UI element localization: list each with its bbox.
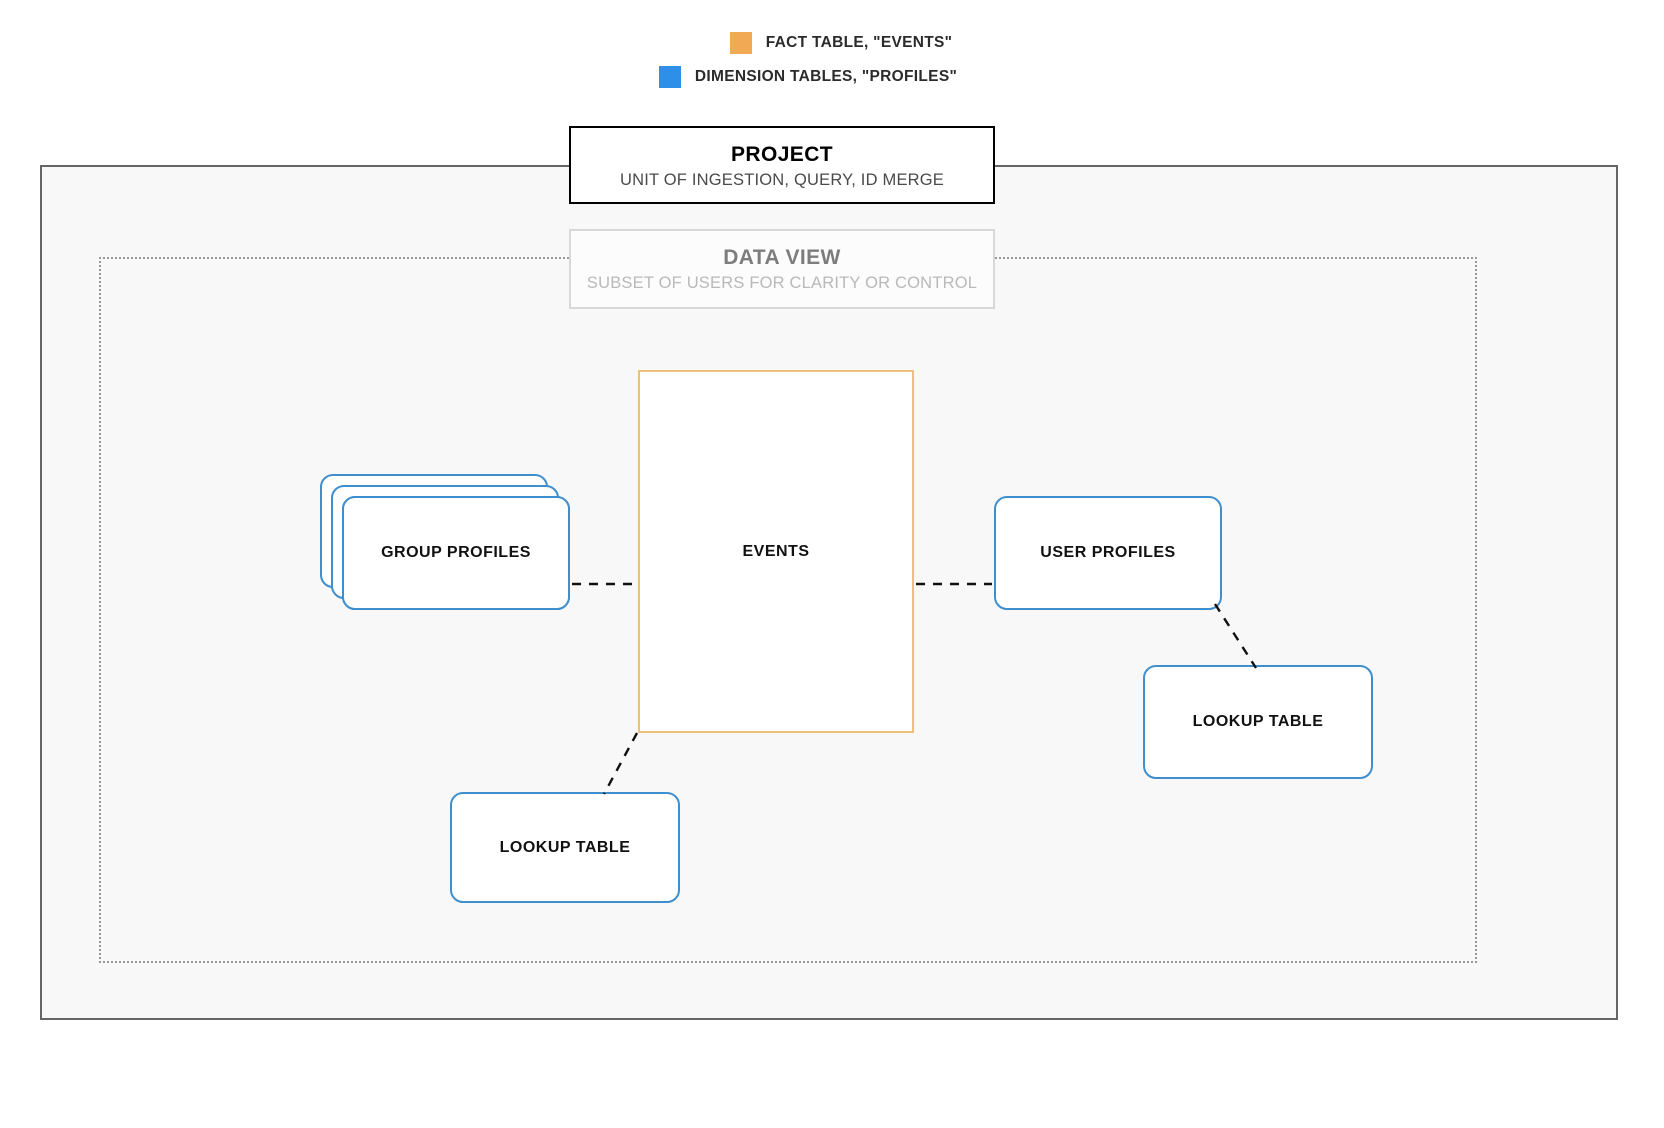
square-swatch-icon bbox=[729, 32, 752, 54]
node-lookup-table-left-label: LOOKUP TABLE bbox=[499, 838, 631, 856]
node-events-label: EVENTS bbox=[742, 542, 810, 560]
node-group-profiles-label: GROUP PROFILES bbox=[381, 544, 531, 561]
legend-item-fact-table: FACT TABLE, "EVENTS" bbox=[0, 26, 1664, 60]
node-group-profiles[interactable]: GROUP PROFILES bbox=[342, 496, 570, 610]
node-events[interactable]: EVENTS bbox=[638, 370, 914, 733]
data-view-card: DATA VIEW SUBSET OF USERS FOR CLARITY OR… bbox=[569, 229, 995, 309]
node-lookup-table-right-label: LOOKUP TABLE bbox=[1192, 713, 1324, 730]
node-user-profiles-label: USER PROFILES bbox=[1040, 544, 1176, 561]
node-lookup-table-left[interactable]: LOOKUP TABLE bbox=[450, 792, 680, 903]
legend-item-label: DIMENSION TABLES, "PROFILES" bbox=[694, 68, 958, 85]
project-card: PROJECT UNIT OF INGESTION, QUERY, ID MER… bbox=[569, 126, 995, 204]
data-view-subtitle: SUBSET OF USERS FOR CLARITY OR CONTROL bbox=[586, 274, 978, 292]
legend-item-label: FACT TABLE, "EVENTS" bbox=[765, 34, 953, 51]
data-view-title: DATA VIEW bbox=[723, 246, 841, 269]
node-user-profiles[interactable]: USER PROFILES bbox=[994, 496, 1222, 610]
project-subtitle: UNIT OF INGESTION, QUERY, ID MERGE bbox=[619, 171, 944, 189]
project-title: PROJECT bbox=[731, 143, 833, 166]
legend: FACT TABLE, "EVENTS" DIMENSION TABLES, "… bbox=[0, 26, 1664, 94]
legend-item-dimension-tables: DIMENSION TABLES, "PROFILES" bbox=[0, 60, 1664, 94]
node-lookup-table-right[interactable]: LOOKUP TABLE bbox=[1143, 665, 1373, 779]
square-swatch-icon bbox=[658, 66, 681, 88]
